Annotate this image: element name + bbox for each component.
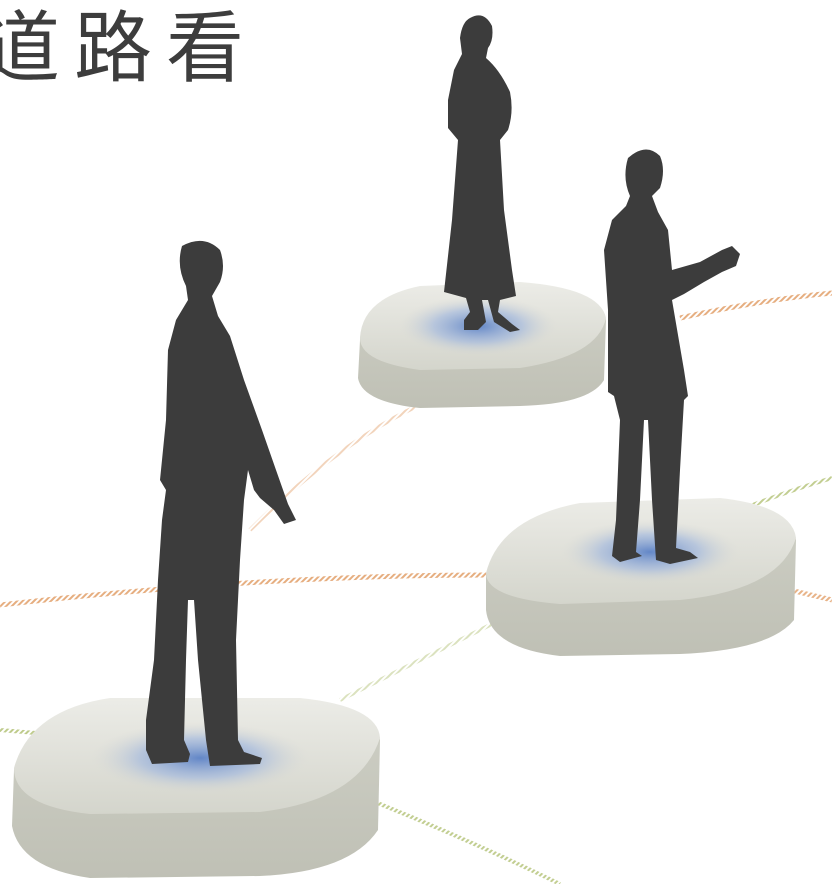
headline-text: 道路看 [0,4,259,94]
platform-top [358,282,606,408]
platform-left [12,698,380,878]
standing-man-silhouette [146,240,296,766]
connection-lines [0,290,832,884]
standing-woman-silhouette [444,15,520,332]
gesturing-man-silhouette [604,149,740,564]
platform-right [486,498,796,656]
